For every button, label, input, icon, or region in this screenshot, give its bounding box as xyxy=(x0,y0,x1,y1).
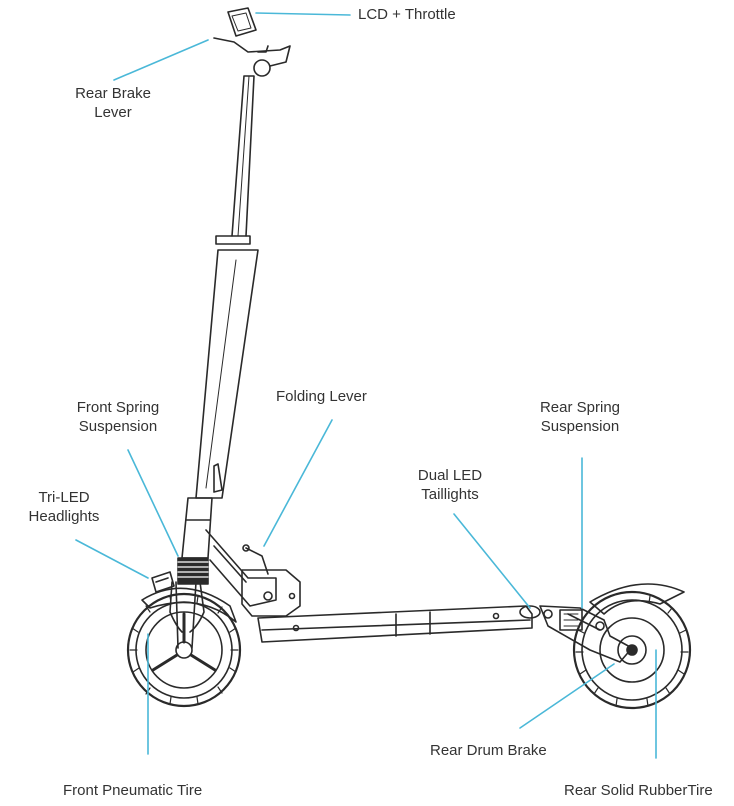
label-rear-brake-lever: Rear Brake Lever xyxy=(58,84,168,122)
label-lcd-throttle: LCD + Throttle xyxy=(358,6,456,23)
leader-folding-lever xyxy=(263,419,333,547)
label-front-spring-suspension-line2: Suspension xyxy=(78,418,158,435)
label-rear-brake-lever-line1: Rear Brake xyxy=(75,85,151,102)
label-rear-spring-suspension-line2: Suspension xyxy=(540,418,620,435)
scooter-drawing xyxy=(126,7,692,710)
label-tri-led-headlights-line1: Tri-LED xyxy=(38,489,90,506)
label-rear-solid-rubber-tire: Rear Solid RubberTire xyxy=(564,782,713,799)
handlebar xyxy=(213,7,291,77)
label-rear-spring-suspension: Rear Spring Suspension xyxy=(520,398,640,436)
stem xyxy=(195,75,259,499)
label-rear-spring-suspension-line1: Rear Spring xyxy=(539,399,621,416)
front-fender xyxy=(141,587,237,623)
leader-lcd-throttle xyxy=(255,12,351,16)
rear-wheel xyxy=(572,590,692,710)
folding-mechanism xyxy=(241,544,301,617)
label-front-spring-suspension-line1: Front Spring xyxy=(76,399,160,416)
neck-bracket xyxy=(205,529,277,607)
label-dual-led-taillights-line1: Dual LED xyxy=(417,467,483,484)
taillight xyxy=(519,605,541,619)
label-front-spring-suspension: Front Spring Suspension xyxy=(56,398,180,436)
leader-rear-brake-lever xyxy=(113,39,209,81)
leader-tri-led-headlights xyxy=(75,539,149,579)
headlight xyxy=(151,571,175,593)
leader-front-spring-suspension xyxy=(127,449,179,557)
leader-dual-led-taillights xyxy=(453,513,531,609)
neck xyxy=(181,497,213,559)
leader-lines xyxy=(75,12,657,759)
label-tri-led-headlights: Tri-LED Headlights xyxy=(14,488,114,526)
label-folding-lever: Folding Lever xyxy=(276,388,367,405)
deck xyxy=(257,605,533,643)
label-rear-drum-brake: Rear Drum Brake xyxy=(430,742,547,759)
leader-rear-drum-brake xyxy=(519,663,615,729)
label-tri-led-headlights-line2: Headlights xyxy=(28,508,100,525)
label-front-pneumatic-tire: Front Pneumatic Tire xyxy=(63,782,203,799)
front-fork xyxy=(169,581,205,649)
front-wheel xyxy=(126,592,242,708)
label-dual-led-taillights-line2: Taillights xyxy=(421,486,479,503)
front-spring xyxy=(177,557,209,585)
label-dual-led-taillights: Dual LED Taillights xyxy=(400,466,500,504)
label-rear-brake-lever-line2: Lever xyxy=(94,104,132,121)
rear-fender xyxy=(589,583,685,615)
